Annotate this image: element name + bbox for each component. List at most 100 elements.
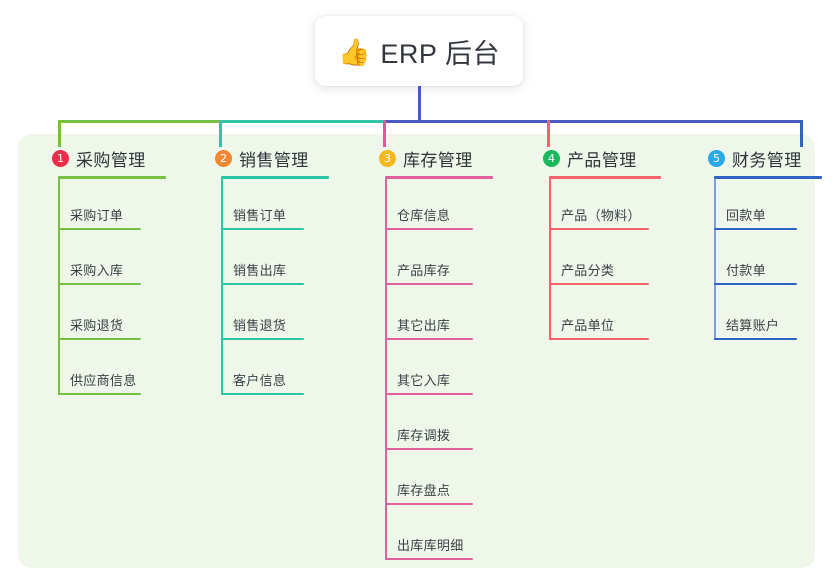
- bus-segment: [219, 120, 386, 123]
- column-index-badge: 3: [379, 149, 396, 167]
- menu-item-rule: [385, 393, 473, 395]
- column-spine: [714, 179, 716, 340]
- column-spine: [385, 179, 387, 560]
- column-index-badge: 2: [215, 149, 232, 167]
- column-5: 5 财务管理回款单付款单结算账户: [696, 146, 822, 344]
- menu-item-label: 付款单: [726, 263, 766, 278]
- menu-item-label: 销售出库: [233, 263, 287, 278]
- column-header-rule: [221, 176, 329, 179]
- menu-item-label: 销售订单: [233, 208, 287, 223]
- menu-item[interactable]: 销售退货: [203, 289, 328, 344]
- column-header-2[interactable]: 2 销售管理: [203, 146, 328, 170]
- menu-item[interactable]: 销售订单: [203, 179, 328, 234]
- root-stem-connector: [418, 86, 421, 123]
- menu-item-rule: [385, 448, 473, 450]
- menu-item-label: 销售退货: [233, 318, 287, 333]
- column-3: 3 库存管理仓库信息产品库存其它出库其它入库库存调拨库存盘点出库库明细: [367, 146, 493, 564]
- menu-item-rule: [221, 393, 304, 395]
- menu-item-rule: [714, 283, 797, 285]
- column-drop-connector: [219, 120, 222, 147]
- menu-item[interactable]: 产品单位: [531, 289, 661, 344]
- column-body: 销售订单销售出库销售退货客户信息: [203, 179, 328, 399]
- column-header-5[interactable]: 5 财务管理: [696, 146, 816, 170]
- menu-item-label: 采购订单: [70, 208, 124, 223]
- column-index-badge: 1: [52, 149, 69, 167]
- root-node-card[interactable]: 👍 ERP 后台: [315, 16, 523, 86]
- column-body: 产品（物料） 产品分类产品单位: [531, 179, 661, 344]
- column-title: 财务管理: [732, 150, 802, 170]
- column-body: 采购订单采购入库采购退货供应商信息: [40, 179, 165, 399]
- menu-item[interactable]: 其它出库: [367, 289, 492, 344]
- column-header-rule: [58, 176, 166, 179]
- menu-item[interactable]: 采购退货: [40, 289, 165, 344]
- menu-item-rule: [714, 338, 797, 340]
- column-index-badge: 5: [708, 149, 725, 167]
- menu-item-label: 产品单位: [561, 318, 615, 333]
- bus-segment: [58, 120, 222, 123]
- column-spine: [221, 179, 223, 395]
- menu-item-label: 结算账户: [726, 318, 780, 333]
- menu-item[interactable]: 回款单: [696, 179, 816, 234]
- thumbs-up-icon: 👍: [338, 37, 371, 67]
- menu-item-rule: [221, 228, 304, 230]
- menu-item[interactable]: 采购入库: [40, 234, 165, 289]
- menu-item[interactable]: 销售出库: [203, 234, 328, 289]
- column-spine: [58, 179, 60, 395]
- menu-item[interactable]: 产品库存: [367, 234, 492, 289]
- menu-item[interactable]: 产品（物料）: [531, 179, 661, 234]
- menu-item[interactable]: 付款单: [696, 234, 816, 289]
- column-index-badge: 4: [543, 149, 560, 167]
- menu-item-label: 供应商信息: [70, 373, 137, 388]
- menu-item-rule: [549, 338, 649, 340]
- menu-item-rule: [385, 558, 473, 560]
- menu-item-rule: [385, 283, 473, 285]
- column-header-rule: [714, 176, 822, 179]
- menu-item-rule: [221, 338, 304, 340]
- menu-item-rule: [549, 228, 649, 230]
- column-title: 采购管理: [76, 150, 146, 170]
- menu-item[interactable]: 采购订单: [40, 179, 165, 234]
- menu-item-label: 其它出库: [397, 318, 451, 333]
- menu-item-label: 产品库存: [397, 263, 451, 278]
- menu-item-rule: [714, 228, 797, 230]
- menu-item[interactable]: 库存盘点: [367, 454, 492, 509]
- column-drop-connector: [383, 120, 386, 147]
- menu-item[interactable]: 出库库明细: [367, 509, 492, 564]
- column-body: 回款单付款单结算账户: [696, 179, 816, 344]
- column-title: 销售管理: [239, 150, 309, 170]
- menu-item-label: 客户信息: [233, 373, 287, 388]
- menu-item-label: 出库库明细: [397, 538, 464, 553]
- menu-item[interactable]: 产品分类: [531, 234, 661, 289]
- menu-item[interactable]: 结算账户: [696, 289, 816, 344]
- menu-item-rule: [58, 228, 141, 230]
- column-header-rule: [549, 176, 661, 179]
- menu-item[interactable]: 库存调拨: [367, 399, 492, 454]
- menu-item-label: 采购退货: [70, 318, 124, 333]
- column-header-rule: [385, 176, 493, 179]
- menu-item[interactable]: 其它入库: [367, 344, 492, 399]
- menu-item-label: 库存调拨: [397, 428, 451, 443]
- menu-item-rule: [385, 228, 473, 230]
- menu-item-label: 产品分类: [561, 263, 615, 278]
- column-header-3[interactable]: 3 库存管理: [367, 146, 492, 170]
- column-2: 2 销售管理销售订单销售出库销售退货客户信息: [203, 146, 329, 399]
- column-drop-connector: [800, 120, 803, 147]
- column-header-1[interactable]: 1 采购管理: [40, 146, 165, 170]
- column-1: 1 采购管理采购订单采购入库采购退货供应商信息: [40, 146, 166, 399]
- column-drop-connector: [547, 120, 550, 147]
- column-drop-connector: [58, 120, 61, 147]
- menu-item-label: 回款单: [726, 208, 766, 223]
- menu-item-rule: [58, 283, 141, 285]
- column-title: 库存管理: [403, 150, 473, 170]
- menu-item-label: 采购入库: [70, 263, 124, 278]
- menu-item-label: 库存盘点: [397, 483, 451, 498]
- menu-item-rule: [385, 338, 473, 340]
- menu-item-rule: [58, 338, 141, 340]
- menu-item[interactable]: 供应商信息: [40, 344, 165, 399]
- bus-segment: [383, 120, 803, 123]
- menu-item[interactable]: 仓库信息: [367, 179, 492, 234]
- menu-item[interactable]: 客户信息: [203, 344, 328, 399]
